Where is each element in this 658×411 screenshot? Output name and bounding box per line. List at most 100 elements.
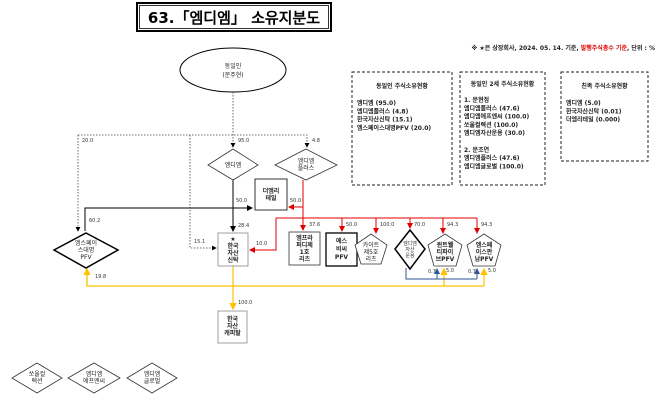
- svg-text:5.0: 5.0: [488, 268, 496, 274]
- page-title: 63.「엠디엠」 소유지분도: [148, 9, 320, 27]
- svg-text:50.0: 50.0: [236, 198, 247, 204]
- svg-text:캐피탈: 캐피탈: [224, 329, 241, 337]
- node-mdm-asset-management: 엠디엠 자산 운용: [394, 228, 426, 271]
- svg-text:플러스: 플러스: [298, 164, 315, 172]
- svg-text:동일인: 동일인: [225, 62, 242, 70]
- node-mdm-global: 엠디엠 글로벌: [126, 362, 178, 394]
- node-theretail: 더엠리 테일: [254, 178, 288, 211]
- edge-labels: 95.0 4.8 20.0 15.1 50.0 28.4 60.2 50.0 1…: [82, 138, 496, 306]
- svg-text:PFV: PFV: [335, 254, 348, 261]
- node-mspace-pangyo-pfv: 엠스페 이스판 남PFV: [466, 233, 502, 267]
- svg-text:카이트: 카이트: [363, 241, 380, 249]
- node-mdm: 엠디엠: [207, 148, 259, 181]
- svg-text:한국: 한국: [227, 315, 239, 323]
- svg-text:운용: 운용: [405, 253, 415, 259]
- svg-text:15.1: 15.1: [194, 239, 205, 245]
- svg-text:제5호: 제5호: [364, 248, 379, 256]
- svg-text:4.8: 4.8: [312, 138, 320, 144]
- svg-text:★: ★: [230, 236, 235, 243]
- panel-line: 2. 문조연: [464, 146, 490, 154]
- owner-node: 동일인 (문주현): [179, 47, 287, 93]
- svg-text:한국: 한국: [227, 242, 239, 250]
- svg-text:엠스페: 엠스페: [476, 241, 493, 249]
- svg-text:50.0: 50.0: [290, 198, 301, 204]
- node-mspace-daemyung-pfv: 엠스페이 스대명 PFV: [52, 232, 120, 269]
- panel-line: 엠디엠글로벌 (100.0): [464, 162, 524, 170]
- svg-text:엠디엠: 엠디엠: [86, 370, 103, 378]
- svg-text:28.4: 28.4: [238, 223, 249, 229]
- panel-line: 엠디엠자산운용 (30.0): [464, 129, 525, 137]
- mdmplus-edges: [249, 180, 480, 253]
- panel-line: 엠디엠플러스 (47.6): [464, 104, 520, 112]
- svg-text:95.0: 95.0: [238, 138, 249, 144]
- svg-text:글로벌: 글로벌: [144, 377, 161, 385]
- svg-text:엠프라: 엠프라: [296, 234, 313, 242]
- panel-relatives-holdings: 친족 주식소유현황 엠디엠 (5.0)한국자산신탁 (0.01)더엠리테일 (0…: [560, 71, 649, 162]
- panel-owner-holdings: 동일인 주식소유현황 엠디엠 (95.0)엠디엠플러스 (4.8)한국자산신탁 …: [351, 71, 453, 186]
- panel-line: 엠디엠플러스 (4.8): [357, 107, 409, 115]
- node-korea-asset-capital: 한국 자산 캐피탈: [217, 310, 248, 344]
- svg-text:이스판: 이스판: [476, 248, 493, 256]
- svg-text:1호: 1호: [300, 248, 310, 256]
- panel-line: 엠디엠에프엔씨 (100.0): [464, 113, 529, 121]
- node-mdmplus: 엠디엠 플러스: [274, 148, 338, 181]
- panel-line: 한국자산신탁 (0.01): [566, 107, 622, 115]
- panel-line: 쏘울컬렉션 (100.0): [464, 121, 518, 129]
- svg-text:스대명: 스대명: [78, 246, 95, 254]
- owner-edges: [75, 92, 310, 251]
- svg-text:렉션: 렉션: [31, 377, 42, 385]
- node-mpra-reits: 엠프라 퍼디제 1호 리츠: [288, 231, 321, 266]
- svg-text:20.0: 20.0: [82, 138, 93, 144]
- svg-text:(문주현): (문주현): [222, 71, 243, 79]
- svg-text:리츠: 리츠: [365, 255, 377, 263]
- svg-text:10.0: 10.0: [256, 241, 267, 247]
- svg-text:더엠리: 더엠리: [263, 187, 280, 195]
- svg-text:60.2: 60.2: [89, 218, 100, 224]
- svg-text:100.0: 100.0: [238, 300, 252, 306]
- svg-text:50.0: 50.0: [346, 222, 357, 228]
- svg-text:19.8: 19.8: [95, 274, 106, 280]
- svg-text:친족 주식소유현황: 친족 주식소유현황: [581, 82, 628, 90]
- svg-text:남PFV: 남PFV: [475, 255, 494, 263]
- node-korea-asset-trust: ★ 한국 자산 신탁: [217, 232, 249, 267]
- svg-text:에스: 에스: [336, 237, 348, 245]
- svg-text:37.6: 37.6: [309, 222, 320, 228]
- svg-text:0.7: 0.7: [468, 269, 476, 275]
- svg-text:94.3: 94.3: [481, 222, 492, 228]
- svg-text:엠디엠: 엠디엠: [403, 240, 417, 247]
- svg-text:94.3: 94.3: [447, 222, 458, 228]
- svg-text:동일인 주식소유현황: 동일인 주식소유현황: [376, 82, 428, 90]
- svg-text:테일: 테일: [265, 194, 277, 202]
- svg-text:신탁: 신탁: [227, 256, 239, 264]
- kat-edges: [83, 266, 488, 311]
- legend-note: ※ ★은 상장회사, 2024. 05. 14. 기준, 발행주식총수 기준, …: [471, 44, 655, 52]
- node-wintwell-pfv: 윈트웰 티파이 브PFV: [427, 233, 463, 267]
- panel-line: 엠스페이스대명PFV (20.0): [357, 124, 431, 132]
- svg-text:엠디엠: 엠디엠: [144, 370, 161, 378]
- svg-text:PFV: PFV: [80, 254, 92, 261]
- title-box: 63.「엠디엠」 소유지분도: [136, 2, 332, 32]
- node-soul-collection: 쏘울컬 렉션: [11, 362, 63, 394]
- panel-line: 더엠리테일 (0.000): [566, 116, 620, 124]
- svg-text:퍼디제: 퍼디제: [296, 241, 313, 249]
- svg-text:브PFV: 브PFV: [436, 256, 455, 263]
- panel-line: 엠디엠플러스 (47.6): [464, 154, 520, 162]
- svg-text:동일인 2세 주식소유현황: 동일인 2세 주식소유현황: [471, 80, 535, 88]
- svg-text:자산: 자산: [405, 246, 415, 253]
- node-mdm-fnc: 엠디엠 에프엔씨: [67, 362, 121, 394]
- svg-text:엠디엠: 엠디엠: [225, 161, 242, 169]
- svg-text:쏘울컬: 쏘울컬: [29, 370, 46, 378]
- mdm-edges: [84, 180, 253, 232]
- am-edges: [405, 268, 480, 280]
- svg-text:에프엔씨: 에프엔씨: [83, 377, 105, 385]
- panel-line: 1. 문현정: [464, 96, 489, 104]
- svg-text:리츠: 리츠: [299, 255, 311, 263]
- svg-text:윈트웰: 윈트웰: [437, 241, 454, 249]
- svg-text:티파이: 티파이: [437, 248, 454, 256]
- panel-line: 엠디엠 (95.0): [357, 99, 396, 107]
- svg-text:5.0: 5.0: [446, 268, 454, 274]
- node-sbc-pfv: 에스 비씨 PFV: [325, 232, 358, 267]
- panel-line: 엠디엠 (5.0): [566, 99, 601, 107]
- node-kite-reits: 카이트 제5호 리츠: [354, 233, 388, 265]
